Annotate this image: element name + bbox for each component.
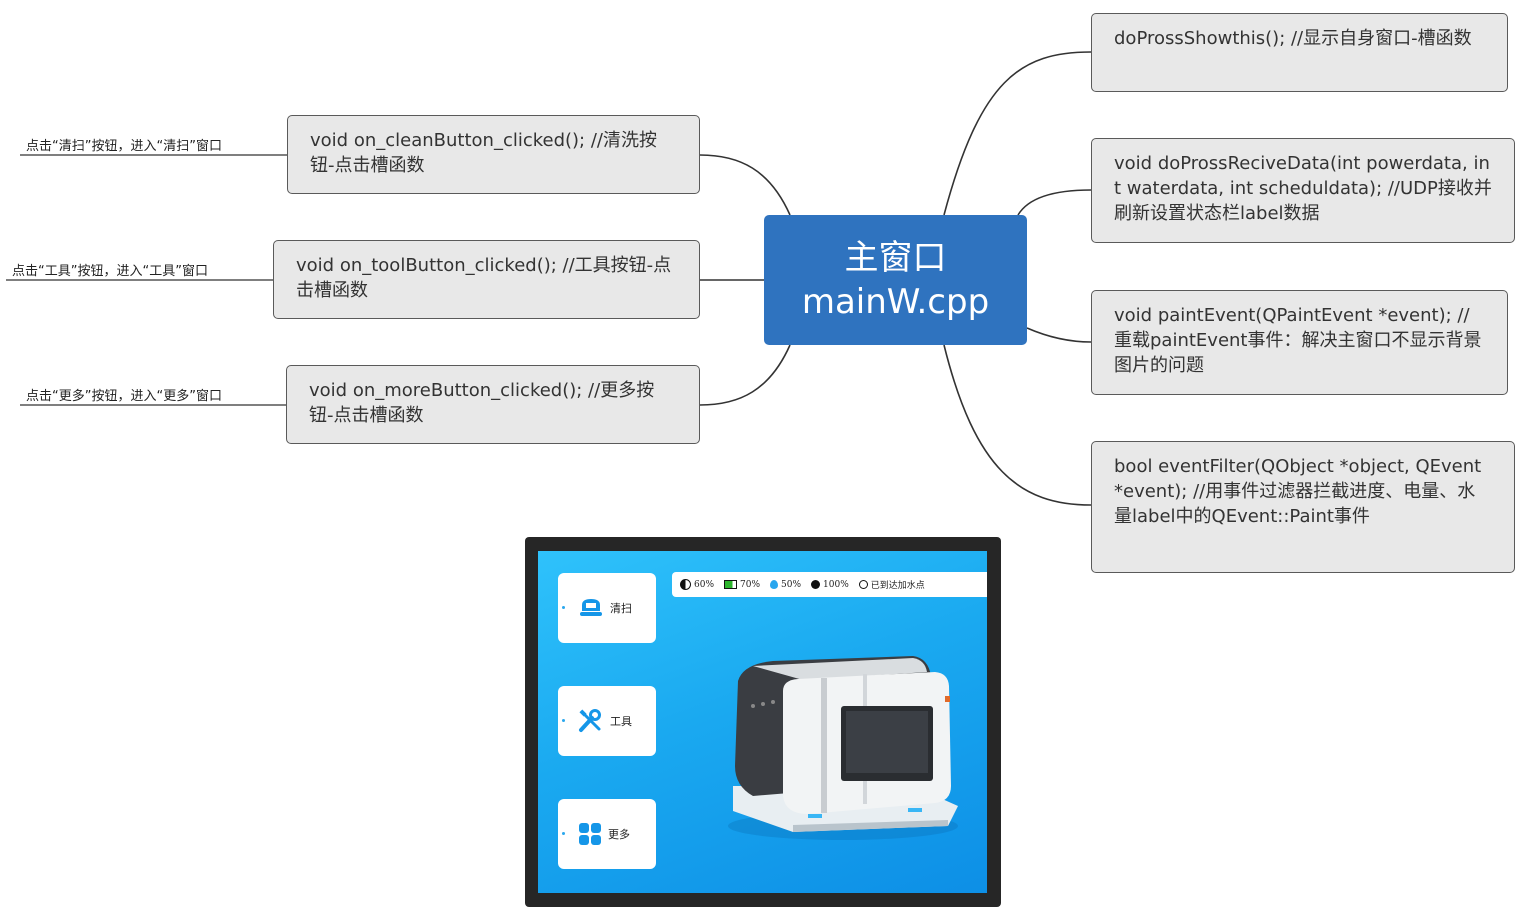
grid-icon	[579, 823, 601, 845]
node-show-this[interactable]: doProssShowthis(); //显示自身窗口-槽函数	[1091, 13, 1508, 92]
robot-icon	[580, 599, 602, 616]
indicator-dot	[562, 832, 565, 835]
status-progress: 60%	[680, 579, 714, 590]
node-text: void on_toolButton_clicked(); //工具按钮-点击槽…	[296, 255, 672, 301]
node-text: void on_cleanButton_clicked(); //清洗按钮-点击…	[310, 130, 657, 176]
tools-icon	[579, 709, 601, 732]
status-message: 已到达加水点	[858, 578, 925, 591]
status-schedule-value: 100%	[823, 579, 849, 590]
node-text: bool eventFilter(QObject *object, QEvent…	[1114, 456, 1482, 527]
status-message-text: 已到达加水点	[870, 581, 925, 591]
node-text: void on_moreButton_clicked(); //更多按钮-点击槽…	[309, 380, 655, 426]
indicator-dot	[562, 606, 565, 609]
status-water-value: 50%	[781, 579, 802, 590]
device-mockup: 60% 70% 50% 100% 已到达加水点	[525, 537, 1001, 907]
node-receive-data[interactable]: void doProssReciveData(int powerdata, in…	[1091, 138, 1515, 243]
cleaning-robot-image	[728, 656, 958, 840]
indicator-dot	[562, 719, 565, 722]
more-button[interactable]: 更多	[558, 799, 656, 869]
clean-button-label: 清扫	[610, 602, 632, 615]
status-bar: 60% 70% 50% 100% 已到达加水点	[672, 572, 987, 597]
node-clean-button-slot[interactable]: void on_cleanButton_clicked(); //清洗按钮-点击…	[287, 115, 700, 194]
node-event-filter[interactable]: bool eventFilter(QObject *object, QEvent…	[1091, 441, 1515, 573]
status-water: 50%	[770, 580, 801, 590]
more-button-label: 更多	[608, 828, 630, 841]
node-more-button-slot[interactable]: void on_moreButton_clicked(); //更多按钮-点击槽…	[286, 365, 700, 444]
central-title: 主窗口	[844, 238, 947, 278]
progress-icon	[680, 579, 691, 590]
status-battery-value: 70%	[740, 579, 761, 590]
tool-button[interactable]: 工具	[558, 686, 656, 756]
compass-icon	[858, 580, 868, 589]
node-text: void paintEvent(QPaintEvent *event); //重…	[1114, 305, 1482, 376]
node-tool-button-slot[interactable]: void on_toolButton_clicked(); //工具按钮-点击槽…	[273, 240, 700, 319]
clean-button[interactable]: 清扫	[558, 573, 656, 643]
clock-icon	[811, 580, 821, 589]
water-drop-icon	[770, 580, 779, 589]
node-text: void doProssReciveData(int powerdata, in…	[1114, 153, 1492, 224]
status-schedule: 100%	[811, 580, 849, 590]
note-tool: 点击“工具”按钮，进入“工具”窗口	[12, 264, 208, 279]
node-text: doProssShowthis(); //显示自身窗口-槽函数	[1114, 28, 1472, 49]
battery-icon	[724, 580, 738, 589]
device-screen: 60% 70% 50% 100% 已到达加水点	[538, 551, 987, 893]
status-battery: 70%	[724, 580, 760, 590]
node-paint-event[interactable]: void paintEvent(QPaintEvent *event); //重…	[1091, 290, 1508, 395]
status-progress-value: 60%	[694, 579, 715, 590]
central-subtitle: mainW.cpp	[801, 282, 990, 322]
note-more: 点击“更多”按钮，进入“更多”窗口	[26, 389, 222, 404]
note-clean: 点击“清扫”按钮，进入“清扫”窗口	[26, 139, 222, 154]
tool-button-label: 工具	[610, 715, 632, 728]
central-topic[interactable]: 主窗口 mainW.cpp	[764, 215, 1027, 345]
